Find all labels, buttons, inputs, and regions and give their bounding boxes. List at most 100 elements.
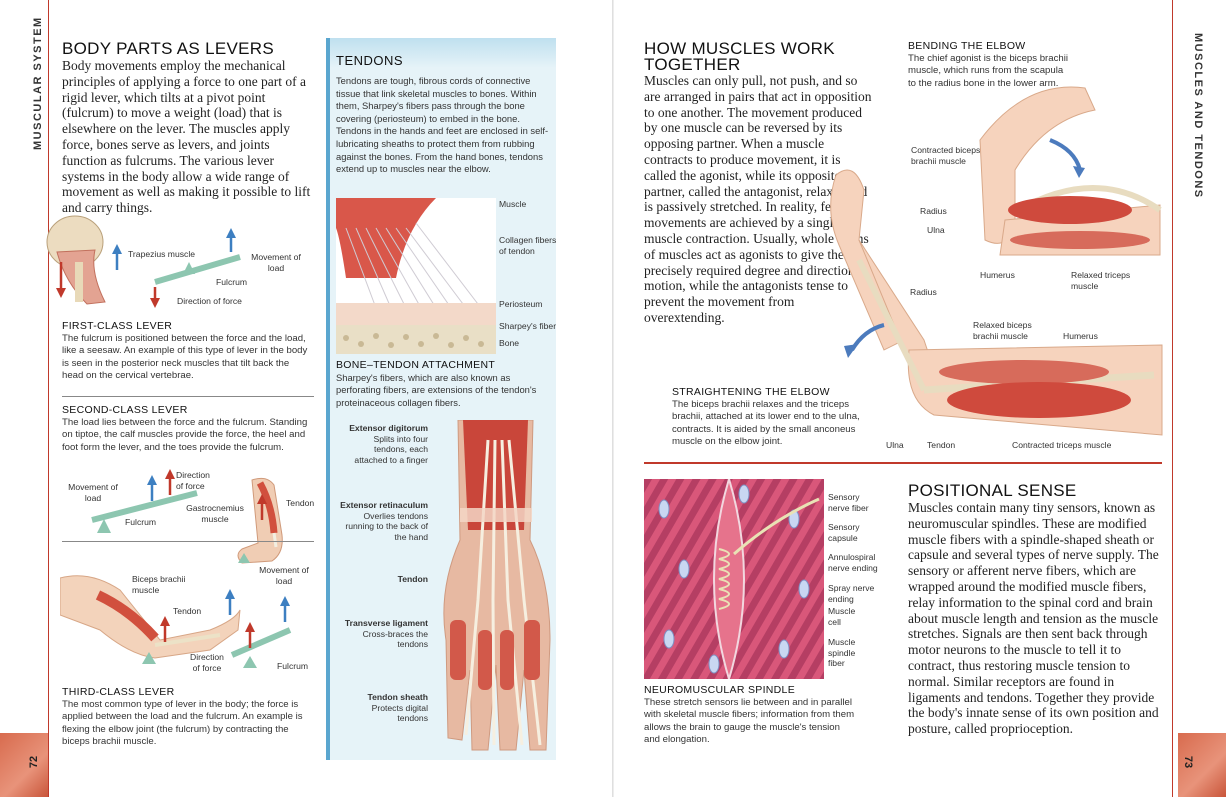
third-class-lever-illustration	[60, 575, 292, 668]
attach-label-periosteum: Periosteum	[499, 299, 543, 309]
tendons-panel-header	[326, 38, 556, 68]
bending-label-humerus: Humerus	[980, 270, 1015, 280]
how-text: Muscles can only pull, not push, and so …	[644, 73, 872, 325]
attach-label-muscle: Muscle	[499, 199, 527, 209]
contracted-triceps-illustration	[947, 382, 1131, 418]
biceps-illustration	[95, 590, 159, 642]
calf-muscle-illustration	[256, 481, 278, 534]
first-label-trapezius: Trapezius muscle	[128, 249, 196, 259]
spindle-label-5: Muscle spindle fiber	[828, 637, 856, 668]
hand-label-tendon: Tendon	[340, 574, 428, 585]
right-side-label: MUSCLES AND TENDONS	[1192, 33, 1204, 199]
bending-text: The chief agonist is the biceps brachii …	[908, 53, 1068, 89]
bending-label-contracted: Contracted biceps brachii muscle	[911, 145, 981, 166]
hand-label-transverse-ligament: Transverse ligament Cross-braces the ten…	[340, 618, 428, 650]
tendons-text: Tendons are tough, fibrous cords of conn…	[336, 75, 549, 175]
second-label-fulcrum: Fulcrum	[125, 517, 157, 527]
relaxed-biceps-illustration	[939, 360, 1109, 384]
annulospiral-ending-illustration	[718, 548, 730, 610]
spindle-capsule-illustration	[713, 479, 745, 679]
muscle-illustration	[336, 198, 436, 278]
seesaw-force-arrow	[150, 298, 160, 308]
contracted-biceps-illustration	[1008, 196, 1132, 224]
straight-label-radius: Radius	[910, 287, 937, 297]
hand-label-desc: Protects digital tendons	[371, 702, 428, 724]
retinaculum-illustration	[460, 508, 532, 522]
spindle-label-4: Muscle cell	[828, 606, 856, 627]
left-side-label: MUSCULAR SYSTEM	[32, 16, 44, 150]
attachment-heading: BONE–TENDON ATTACHMENT	[336, 359, 496, 371]
hand-label-title: Tendon sheath	[367, 692, 428, 702]
seesaw-fulcrum	[183, 262, 195, 274]
straight-label-contracted: Contracted triceps muscle	[1012, 440, 1112, 450]
hand-label-extensor-digitorum: Extensor digitorum Splits into four tend…	[340, 423, 428, 465]
first-class-heading: FIRST-CLASS LEVER	[62, 320, 173, 332]
lever-divider-1	[62, 396, 314, 397]
seesaw-load-arrow	[226, 228, 236, 238]
second-label-tendon: Tendon	[286, 498, 315, 508]
bending-label-ulna: Ulna	[927, 225, 945, 235]
neuromuscular-spindle-illustration	[644, 479, 824, 679]
third-lever-bar	[230, 627, 292, 658]
hand-label-title: Extensor digitorum	[349, 423, 428, 433]
hand-label-extensor-retinaculum: Extensor retinaculum Overlies tendons ru…	[340, 500, 428, 542]
how-title-line2: TOGETHER	[644, 55, 741, 74]
straightening-heading: STRAIGHTENING THE ELBOW	[672, 386, 830, 398]
hand-label-title: Transverse ligament	[344, 618, 428, 628]
third-class-heading: THIRD-CLASS LEVER	[62, 686, 175, 698]
hand-label-desc: Overlies tendons running to the back of …	[345, 510, 428, 542]
straightening-elbow-illustration	[830, 169, 1163, 436]
hand-tendons-illustration	[443, 420, 551, 751]
second-lever-bar	[91, 490, 198, 523]
straight-label-ulna: Ulna	[886, 440, 904, 450]
first-label-force: Direction of force	[177, 296, 242, 306]
second-class-text: The load lies between the force and the …	[62, 417, 308, 453]
second-label-gastro: Gastrocnemius muscle	[186, 503, 244, 524]
third-class-text: The most common type of lever in the bod…	[62, 699, 303, 748]
hand-label-desc: Splits into four tendons, each attached …	[354, 433, 428, 465]
attachment-text: Sharpey's fibers, which are also known a…	[336, 372, 537, 408]
attach-label-collagen: Collagen fibers of tendon	[499, 235, 557, 256]
left-edge-rule	[48, 0, 49, 797]
periosteum-illustration	[336, 303, 496, 325]
spindle-text: These stretch sensors lie between and in…	[644, 697, 855, 746]
bending-label-relaxed: Relaxed triceps muscle	[1071, 270, 1131, 291]
first-label-fulcrum: Fulcrum	[216, 277, 248, 287]
third-label-biceps: Biceps brachii muscle	[132, 574, 186, 595]
right-edge-rule	[1172, 0, 1173, 797]
hand-label-title: Tendon	[397, 574, 428, 584]
hand-label-title: Extensor retinaculum	[340, 500, 428, 510]
bending-elbow-illustration	[979, 86, 1162, 256]
hand-label-desc: Cross-braces the tendons	[362, 628, 428, 650]
bone-illustration	[336, 325, 496, 354]
spindle-label-3: Spray nerve ending	[828, 583, 875, 604]
spindle-label-1: Sensory capsule	[828, 522, 860, 543]
section-red-rule	[644, 462, 1162, 464]
straight-label-relaxed: Relaxed biceps brachii muscle	[973, 320, 1032, 341]
attach-label-bone: Bone	[499, 338, 520, 348]
hand-label-tendon-sheath: Tendon sheath Protects digital tendons	[340, 692, 428, 724]
relaxed-triceps-illustration	[1010, 231, 1150, 249]
left-page-number: 72	[28, 755, 41, 769]
left-page-tab	[0, 733, 48, 797]
second-fulcrum	[97, 519, 111, 533]
spindle-label-2: Annulospiral nerve ending	[828, 552, 878, 573]
third-label-tendon: Tendon	[173, 606, 202, 616]
seesaw-lever-bar	[154, 254, 241, 285]
first-class-text: The fulcrum is positioned between the fo…	[62, 333, 308, 382]
second-class-heading: SECOND-CLASS LEVER	[62, 404, 188, 416]
straight-label-humerus: Humerus	[1063, 331, 1098, 341]
straight-label-tendon: Tendon	[927, 440, 956, 450]
levers-intro: Body movements employ the mechanical pri…	[62, 58, 311, 216]
spindle-heading: NEUROMUSCULAR SPINDLE	[644, 684, 795, 696]
bending-label-radius: Radius	[920, 206, 947, 216]
straightening-text: The biceps brachii relaxes and the trice…	[672, 399, 860, 448]
bending-heading: BENDING THE ELBOW	[908, 40, 1026, 52]
cervical-spine-illustration	[75, 262, 83, 302]
lever-divider-2	[62, 541, 314, 542]
tendons-title: TENDONS	[336, 53, 404, 68]
right-page-tab	[1178, 733, 1226, 797]
attach-label-sharpey: Sharpey's fiber	[499, 321, 557, 331]
sensory-nerve-fiber-illustration	[733, 497, 820, 556]
positional-title: POSITIONAL SENSE	[908, 481, 1077, 500]
